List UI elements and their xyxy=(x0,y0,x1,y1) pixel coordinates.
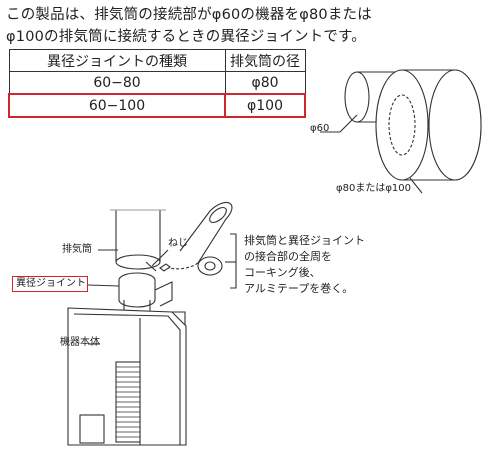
screw-label: ねじ xyxy=(168,238,188,249)
intro-text: この製品は、排気筒の接続部がφ60の機器をφ80または φ100の排気筒に接続す… xyxy=(6,4,426,48)
note-line-2: の接合部の全周を xyxy=(244,250,332,263)
table-header-row: 異径ジョイントの種類 排気筒の径 xyxy=(8,49,306,72)
reducer-joint-illustration xyxy=(320,69,482,194)
header-joint-type: 異径ジョイントの種類 xyxy=(8,49,226,72)
joint-spec-table: 異径ジョイントの種類 排気筒の径 60−80 φ80 60−100 φ100 xyxy=(8,49,306,118)
note-line-3: コーキング後、 xyxy=(244,266,321,279)
table-row-highlighted: 60−100 φ100 xyxy=(8,93,306,118)
exhaust-pipe-label: 排気筒 xyxy=(62,244,92,255)
note-line-1: 排気筒と異径ジョイント xyxy=(244,234,365,247)
intro-line-2: φ100の排気筒に接続するときの異径ジョイントです。 xyxy=(6,29,366,45)
header-pipe-diameter: 排気筒の径 xyxy=(224,49,306,72)
appliance-body-label: 機器本体 xyxy=(60,337,100,348)
note-line-4: アルミテープを巻く。 xyxy=(244,282,354,295)
small-diameter-label: φ60 xyxy=(310,123,330,134)
installation-illustration xyxy=(67,201,237,446)
intro-line-1: この製品は、排気筒の接続部がφ60の機器をφ80または xyxy=(6,7,372,23)
large-diameter-label: φ80またはφ100 xyxy=(336,183,412,194)
joint-type-cell: 60−100 xyxy=(8,93,226,118)
caulking-instruction: 排気筒と異径ジョイント の接合部の全周を コーキング後、 アルミテープを巻く。 xyxy=(244,233,404,297)
reducer-joint-label: 異径ジョイント xyxy=(12,276,88,292)
pipe-diameter-cell: φ100 xyxy=(224,93,306,118)
